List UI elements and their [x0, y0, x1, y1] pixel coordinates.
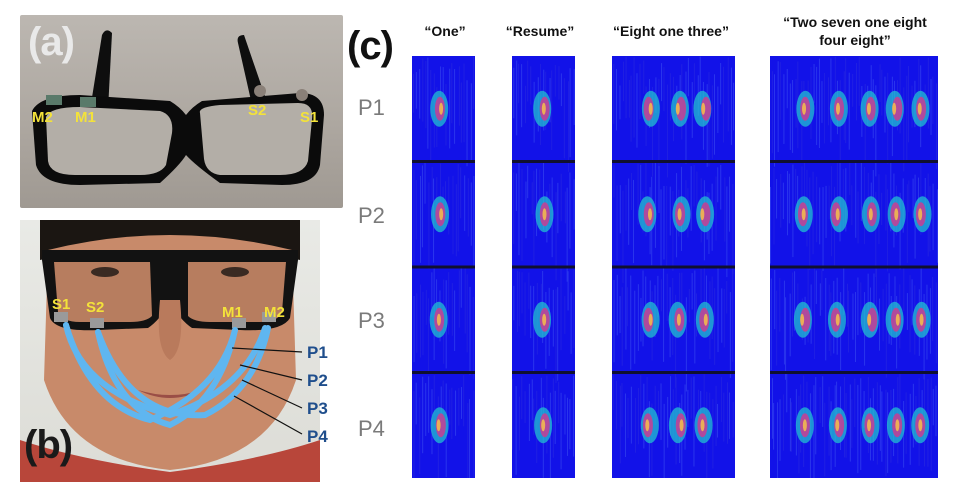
face-photo	[20, 220, 320, 482]
sensor-label-s2: S2	[248, 102, 267, 119]
path-label-p1: P1	[307, 343, 328, 362]
glasses-photo	[20, 15, 343, 208]
sensor-label-s1: S1	[52, 296, 71, 313]
sensor-label-s1: S1	[300, 109, 319, 126]
sensor-s2-icon	[254, 85, 266, 97]
cable-path-p2	[63, 322, 268, 419]
sensor-label-m1: M1	[222, 304, 243, 321]
column-title-eight-one-three: “Eight one three”	[613, 23, 729, 39]
glasses-illustration	[32, 30, 324, 185]
sensor-m1-icon	[80, 97, 96, 107]
cable-path-p4	[95, 325, 271, 419]
row-label-p1: P1	[358, 95, 385, 120]
spectrogram-texture	[770, 56, 938, 478]
spectrogram-texture	[512, 60, 575, 478]
panel-c-label: (c)	[347, 24, 394, 68]
path-label-p2: P2	[307, 371, 328, 390]
sensor-label-m1: M1	[75, 109, 96, 126]
face-illustration	[20, 220, 320, 482]
row-label-p4: P4	[358, 416, 385, 441]
sensor-label-m2: M2	[32, 109, 53, 126]
spectrogram-eight-one-three	[612, 56, 735, 478]
sensor-label-m2: M2	[264, 304, 285, 321]
sensor-s1-icon	[296, 89, 308, 101]
sensor-s1-icon	[54, 312, 68, 322]
column-title-one: “One”	[424, 23, 466, 39]
spectrogram-two-seven-one-eight-four-eight	[770, 56, 938, 478]
sensor-s2-icon	[90, 318, 104, 328]
spectrogram-texture	[612, 56, 735, 478]
column-title-two-seven-one-eight-four-eight: “Two seven one eight four eight”	[783, 14, 927, 48]
sensor-m2-icon	[46, 95, 62, 105]
row-label-p3: P3	[358, 308, 385, 333]
panel-a-label: (a)	[28, 20, 75, 64]
sensor-m2-icon	[262, 312, 276, 322]
cable-path-p3	[95, 327, 238, 429]
spectrogram-texture	[412, 56, 475, 478]
panel-b-label: (b)	[24, 423, 73, 467]
spectrogram-resume	[512, 56, 575, 478]
sensor-m1-icon	[232, 318, 246, 328]
row-label-p2: P2	[358, 203, 385, 228]
path-label-p4: P4	[307, 427, 328, 446]
spectrogram-one	[412, 56, 475, 478]
sensor-label-s2: S2	[86, 299, 105, 316]
path-label-p3: P3	[307, 399, 328, 418]
column-title-resume: “Resume”	[505, 23, 575, 39]
